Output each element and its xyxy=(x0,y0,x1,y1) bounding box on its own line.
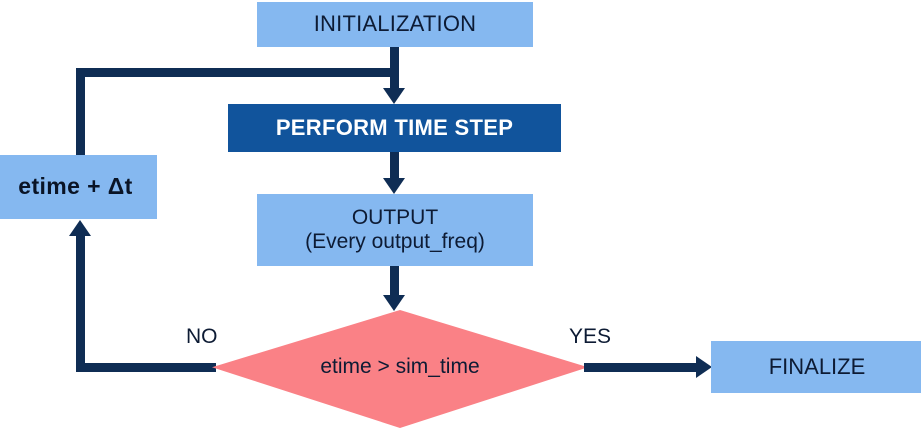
arrowhead-into-decision xyxy=(383,295,405,311)
node-initialization: INITIALIZATION xyxy=(257,2,533,47)
edge-label-no: NO xyxy=(186,325,218,348)
arrowhead-into-output xyxy=(383,178,405,194)
arrowhead-into-finalize xyxy=(696,356,712,378)
node-etime-increment: etime + Δt xyxy=(0,155,157,219)
node-decision: etime > sim_time xyxy=(212,310,588,428)
node-finalize: FINALIZE xyxy=(711,341,921,393)
edge-no-horizontal xyxy=(76,363,216,372)
decision-label: etime > sim_time xyxy=(320,354,480,378)
node-output: OUTPUT (Every output_freq) xyxy=(257,194,533,266)
edge-loopback-vertical xyxy=(76,68,85,160)
edge-no-vertical xyxy=(76,236,85,372)
edge-output-to-decision xyxy=(390,266,399,295)
arrowhead-into-time-step xyxy=(383,88,405,104)
edge-yes-horizontal xyxy=(584,363,696,372)
node-perform-time-step: PERFORM TIME STEP xyxy=(228,104,561,152)
edge-label-yes: YES xyxy=(569,325,612,348)
edge-initialization-to-time-step xyxy=(390,47,399,88)
edge-time-step-to-output xyxy=(390,152,399,178)
edge-loopback-horizontal xyxy=(76,68,396,77)
arrowhead-into-etime-increment xyxy=(69,220,91,236)
